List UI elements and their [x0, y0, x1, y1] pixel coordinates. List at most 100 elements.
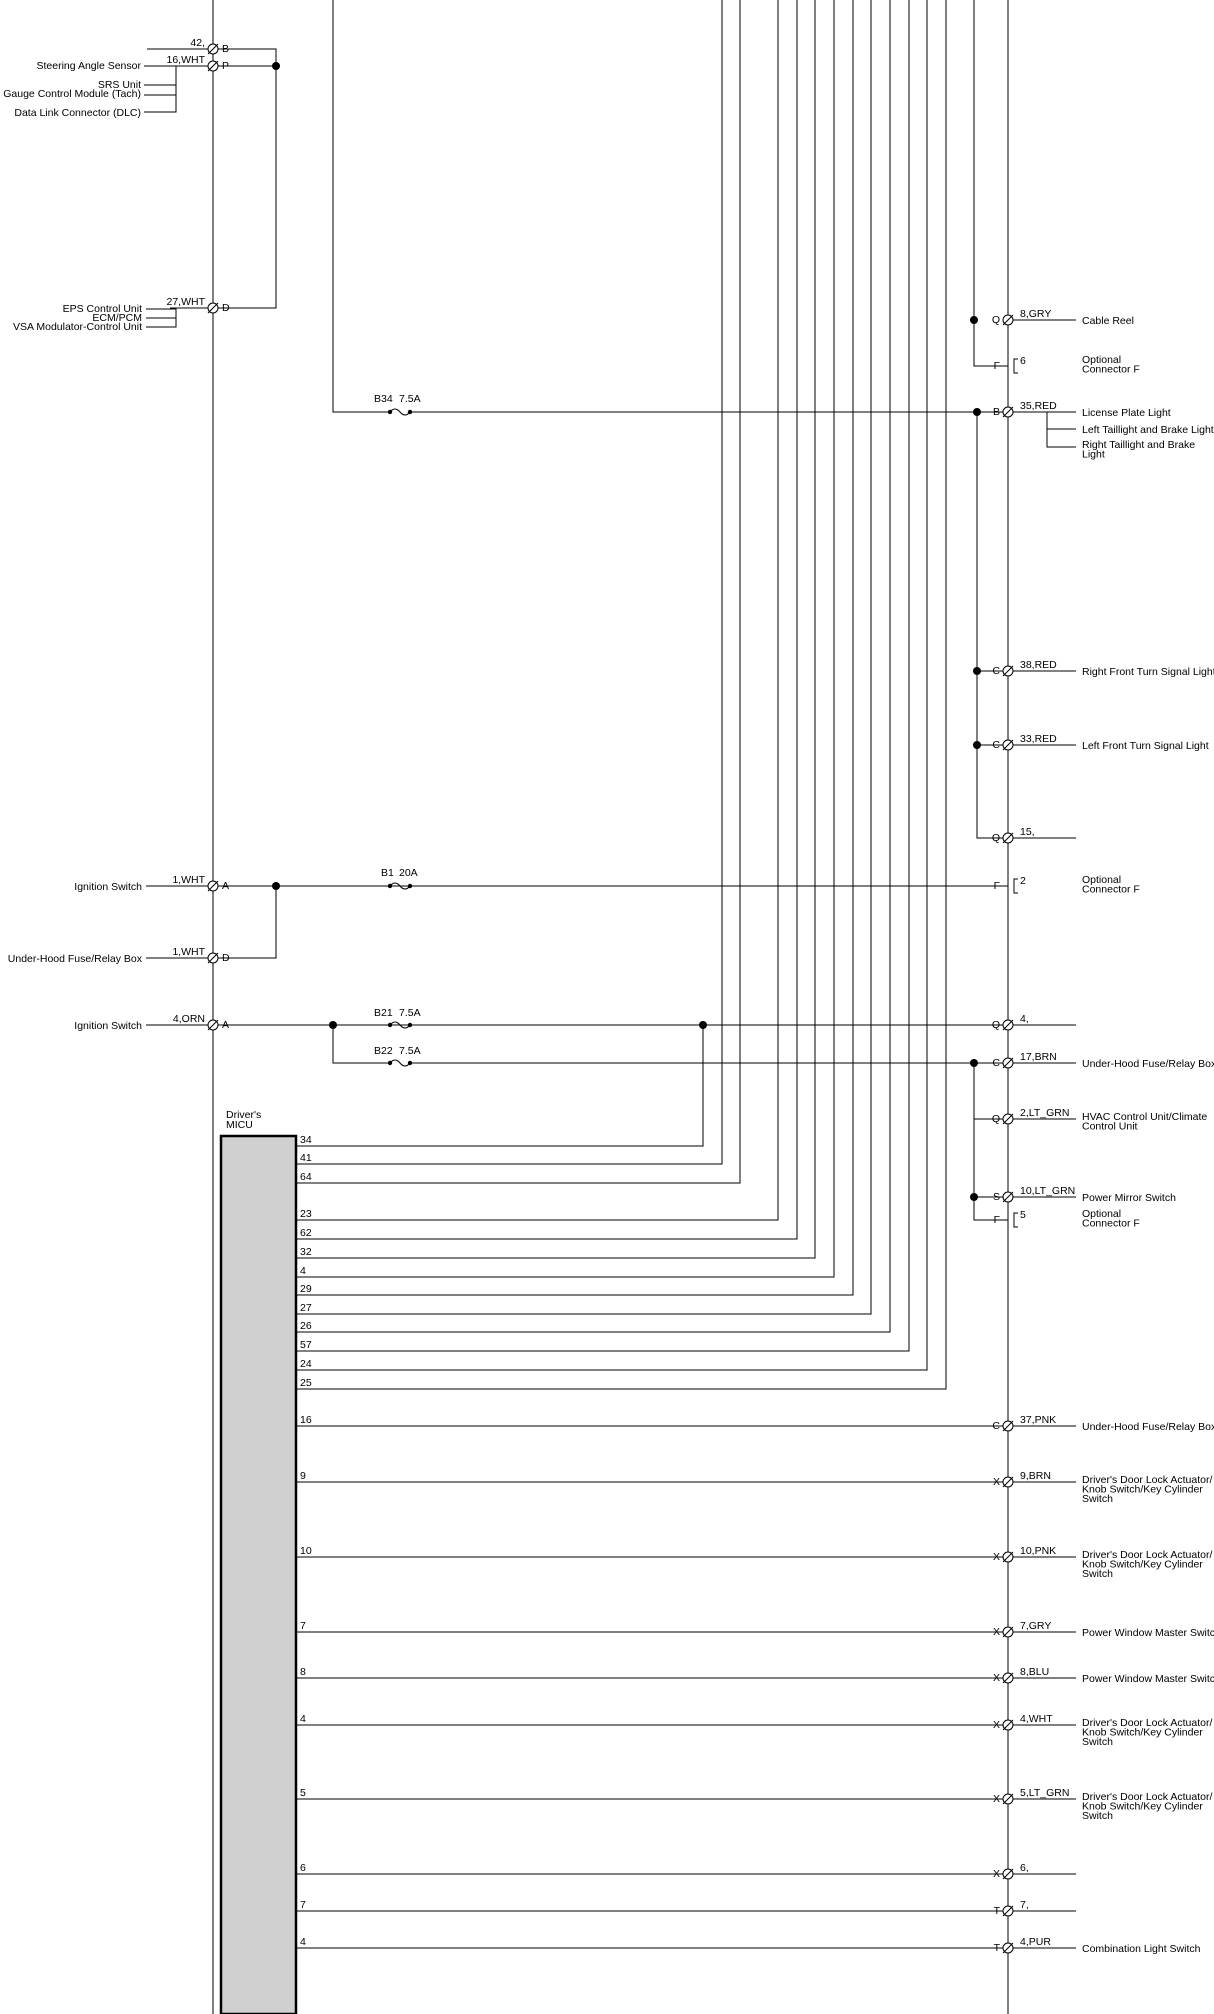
micu-pin-label: 64 [300, 1171, 312, 1183]
right-pin-label: S [993, 1191, 1000, 1203]
connector-symbol [207, 952, 219, 964]
right-wire-label: 17,BRN [1020, 1051, 1057, 1063]
right-pin-label: T [994, 1942, 1001, 1954]
connector-symbol [1002, 1793, 1014, 1805]
micu-pin-label: 27 [300, 1302, 312, 1314]
right-component-label: Under-Hood Fuse/Relay Box [1082, 1058, 1214, 1070]
right-component-label: Driver's Door Lock Actuator/ [1082, 1717, 1212, 1729]
right-wire-label: 2 [1020, 875, 1026, 887]
wire-label: 16,WHT [166, 54, 205, 66]
pin-label: A [222, 1019, 229, 1031]
micu-pin-label: 8 [300, 1666, 306, 1678]
right-pin-label: C [992, 665, 1000, 677]
right-pin-label: Q [992, 1113, 1000, 1125]
right-pin-label: X [993, 1868, 1000, 1880]
connector-symbol [1002, 1420, 1014, 1432]
connector-symbol [1002, 406, 1014, 418]
pin-label: A [222, 880, 229, 892]
component-label: VSA Modulator-Control Unit [13, 321, 142, 333]
pin-label: D [222, 952, 230, 964]
micu-pin-label: 4 [300, 1265, 306, 1277]
fuse-rating: 20A [399, 867, 418, 879]
right-pin-label: Q [992, 1019, 1000, 1031]
right-wire-label: 8,GRY [1020, 308, 1051, 320]
component-label: Data Link Connector (DLC) [14, 107, 141, 119]
connector-symbol [1002, 314, 1014, 326]
component-label: Under-Hood Fuse/Relay Box [8, 953, 143, 965]
component-label: Steering Angle Sensor [37, 60, 142, 72]
component-label: ECM/PCM [92, 312, 142, 324]
right-component-label: Left Taillight and Brake Light [1082, 424, 1214, 436]
pin-label: P [222, 60, 229, 72]
micu-pin-label: 57 [300, 1339, 312, 1351]
right-wire-label: 5 [1020, 1209, 1026, 1221]
right-component-label: Under-Hood Fuse/Relay Box [1082, 1421, 1214, 1433]
right-wire-label: 35,RED [1020, 400, 1057, 412]
right-component-label: Power Window Master Switch [1082, 1627, 1214, 1639]
optional-connector-brackets [1013, 358, 1018, 1228]
component-label: Gauge Control Module (Tach) [3, 88, 141, 100]
right-component-label: Control Unit [1082, 1121, 1138, 1133]
right-component-label: Knob Switch/Key Cylinder [1082, 1559, 1203, 1571]
right-connector-symbols [1002, 314, 1014, 1954]
fuse-symbols [387, 408, 413, 1067]
right-component-label: Switch [1082, 1568, 1113, 1580]
wire-label: 4,ORN [173, 1013, 205, 1025]
right-component-label: Knob Switch/Key Cylinder [1082, 1484, 1203, 1496]
right-component-label: Driver's Door Lock Actuator/ [1082, 1791, 1212, 1803]
connector-symbol [207, 880, 219, 892]
right-pin-label: Q [992, 314, 1000, 326]
right-wire-label: 4,WHT [1020, 1713, 1053, 1725]
fuse-id: B1 [381, 867, 394, 879]
right-component-label: Left Front Turn Signal Light [1082, 740, 1209, 752]
right-wire-label: 4,PUR [1020, 1936, 1051, 1948]
right-component-label: Combination Light Switch [1082, 1943, 1201, 1955]
right-wire-label: 10,LT_GRN [1020, 1185, 1075, 1197]
micu-pin-label: 32 [300, 1246, 312, 1258]
right-pin-label: F [994, 880, 1000, 892]
right-component-label: Power Window Master Switch [1082, 1673, 1214, 1685]
right-pin-label: C [992, 1057, 1000, 1069]
right-pin-label: C [992, 1420, 1000, 1432]
fuse-id: B34 [374, 393, 393, 405]
fuse-rating: 7.5A [399, 393, 421, 405]
right-component-label: Power Mirror Switch [1082, 1192, 1176, 1204]
right-wire-label: 37,PNK [1020, 1414, 1056, 1426]
right-component-label: Light [1082, 449, 1105, 461]
right-pin-label: Q [992, 832, 1000, 844]
junction-dots [272, 62, 981, 1201]
fuse-id: B21 [374, 1007, 393, 1019]
connector-symbol [207, 60, 219, 72]
right-component-label: Connector F [1082, 364, 1140, 376]
right-component-label: Switch [1082, 1810, 1113, 1822]
connector-symbol [207, 302, 219, 314]
fuse-id: B22 [374, 1045, 393, 1057]
connector-symbol [1002, 1719, 1014, 1731]
connector-symbol [1002, 1551, 1014, 1563]
right-wire-label: 10,PNK [1020, 1545, 1056, 1557]
right-component-label: Knob Switch/Key Cylinder [1082, 1801, 1203, 1813]
right-pin-label: B [993, 406, 1000, 418]
right-component-label: Optional [1082, 354, 1121, 366]
micu-pin-label: 9 [300, 1470, 306, 1482]
right-wire-label: 7, [1020, 1899, 1029, 1911]
right-wire-label: 38,RED [1020, 659, 1057, 671]
pin-label: D [222, 302, 230, 314]
micu-title-line: MICU [226, 1119, 253, 1131]
right-component-label: Switch [1082, 1493, 1113, 1505]
right-component-label: Connector F [1082, 884, 1140, 896]
right-component-label: Driver's Door Lock Actuator/ [1082, 1549, 1212, 1561]
micu-pin-label: 16 [300, 1414, 312, 1426]
micu-pin-label: 7 [300, 1620, 306, 1632]
connector-symbol [1002, 1626, 1014, 1638]
connector-symbol [1002, 1672, 1014, 1684]
micu-pin-label: 41 [300, 1152, 312, 1164]
pin-label: B [222, 43, 229, 55]
right-component-label: Switch [1082, 1736, 1113, 1748]
right-pin-label: X [993, 1476, 1000, 1488]
connector-symbol [1002, 832, 1014, 844]
right-component-label: Optional [1082, 1208, 1121, 1220]
micu-box [219, 1134, 298, 2014]
